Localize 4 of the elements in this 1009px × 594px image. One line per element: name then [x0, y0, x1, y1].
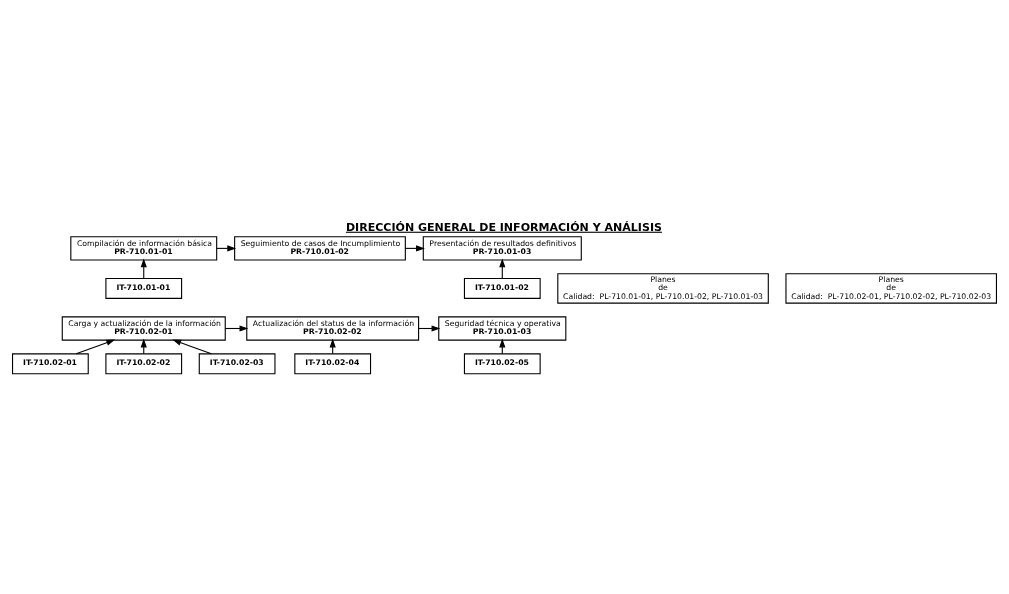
- arrow: [172, 339, 212, 355]
- arrow: [404, 245, 425, 252]
- diagram-title: DIRECCIÓN GENERAL DE INFORMACIÓN Y ANÁLISIS: [345, 220, 662, 234]
- arrow: [75, 339, 116, 355]
